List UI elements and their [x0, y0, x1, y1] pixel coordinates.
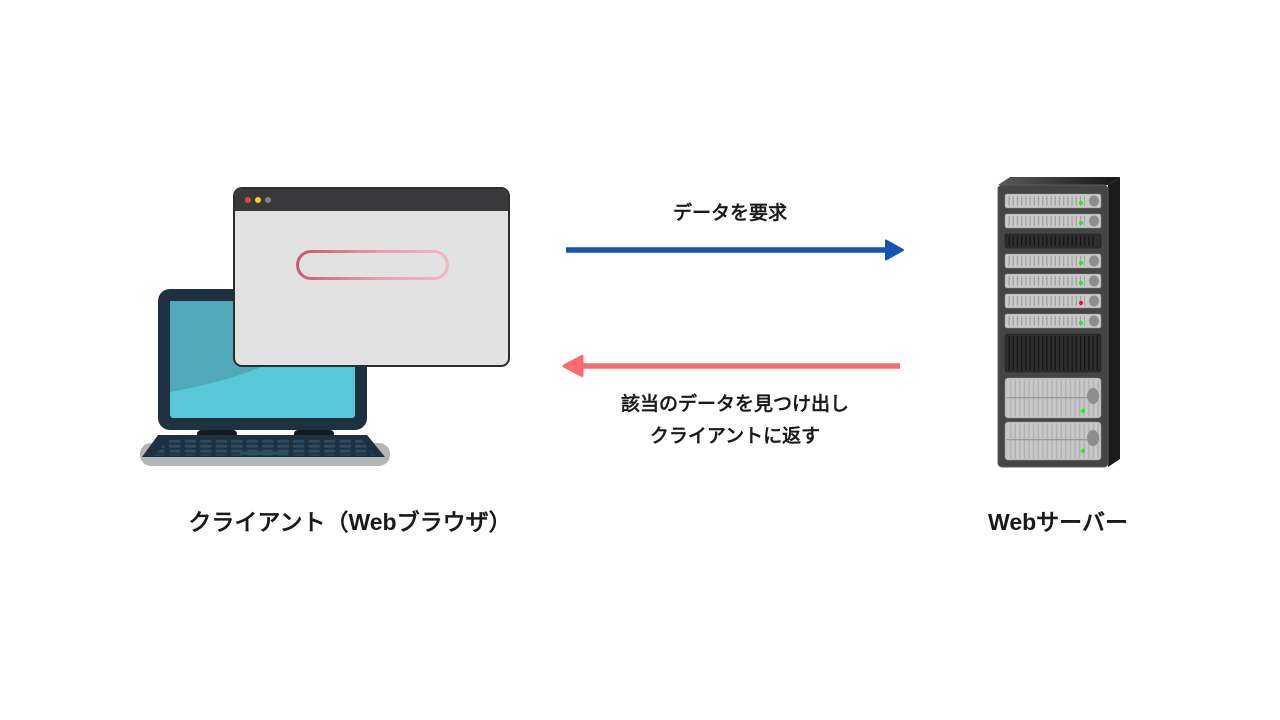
browser-titlebar	[235, 189, 508, 211]
response-arrow-label-line1: 該当のデータを見つけ出し	[620, 394, 849, 415]
rack-slot-dark-tall	[1004, 333, 1102, 373]
rack-slot-tall	[1004, 377, 1102, 419]
server-label: Webサーバー	[988, 509, 1128, 535]
url-bar-inner	[299, 253, 446, 277]
rack-slot	[1004, 293, 1102, 309]
laptop-keys	[154, 438, 375, 456]
status-led-red	[1078, 300, 1084, 306]
response-arrow-label-line2: クライアントに返す	[649, 426, 821, 447]
request-arrow-label: データを要求	[672, 203, 787, 224]
rack-top-face	[998, 177, 1120, 185]
rack-slot	[1004, 313, 1102, 329]
rack-slot	[1004, 273, 1102, 289]
client-label: クライアント（Webブラウザ）	[188, 509, 512, 535]
laptop-spacebar	[240, 451, 288, 455]
response-arrow	[562, 355, 900, 377]
status-led-green	[1078, 260, 1084, 266]
status-led-green	[1078, 200, 1084, 206]
url-bar	[296, 250, 449, 280]
arrows	[562, 239, 904, 377]
status-led-green	[1078, 280, 1084, 286]
response-arrow-label: 該当のデータを見つけ出し クライアントに返す	[545, 389, 925, 453]
status-led-green	[1078, 320, 1084, 326]
status-led-green	[1078, 220, 1084, 226]
minimize-icon	[255, 197, 261, 203]
close-icon	[245, 197, 251, 203]
rack-slot-dark	[1004, 233, 1102, 249]
server-rack-illustration	[997, 177, 1120, 468]
rack-slot	[1004, 253, 1102, 269]
rack-slot	[1004, 193, 1102, 209]
status-led-green	[1080, 448, 1086, 454]
browser-window	[233, 187, 510, 367]
maximize-icon	[265, 197, 271, 203]
rack-slot-tall	[1004, 421, 1102, 461]
status-led-green	[1080, 408, 1086, 414]
rack-slot	[1004, 213, 1102, 229]
request-arrow	[566, 239, 904, 261]
rack-side-face	[1108, 177, 1120, 467]
